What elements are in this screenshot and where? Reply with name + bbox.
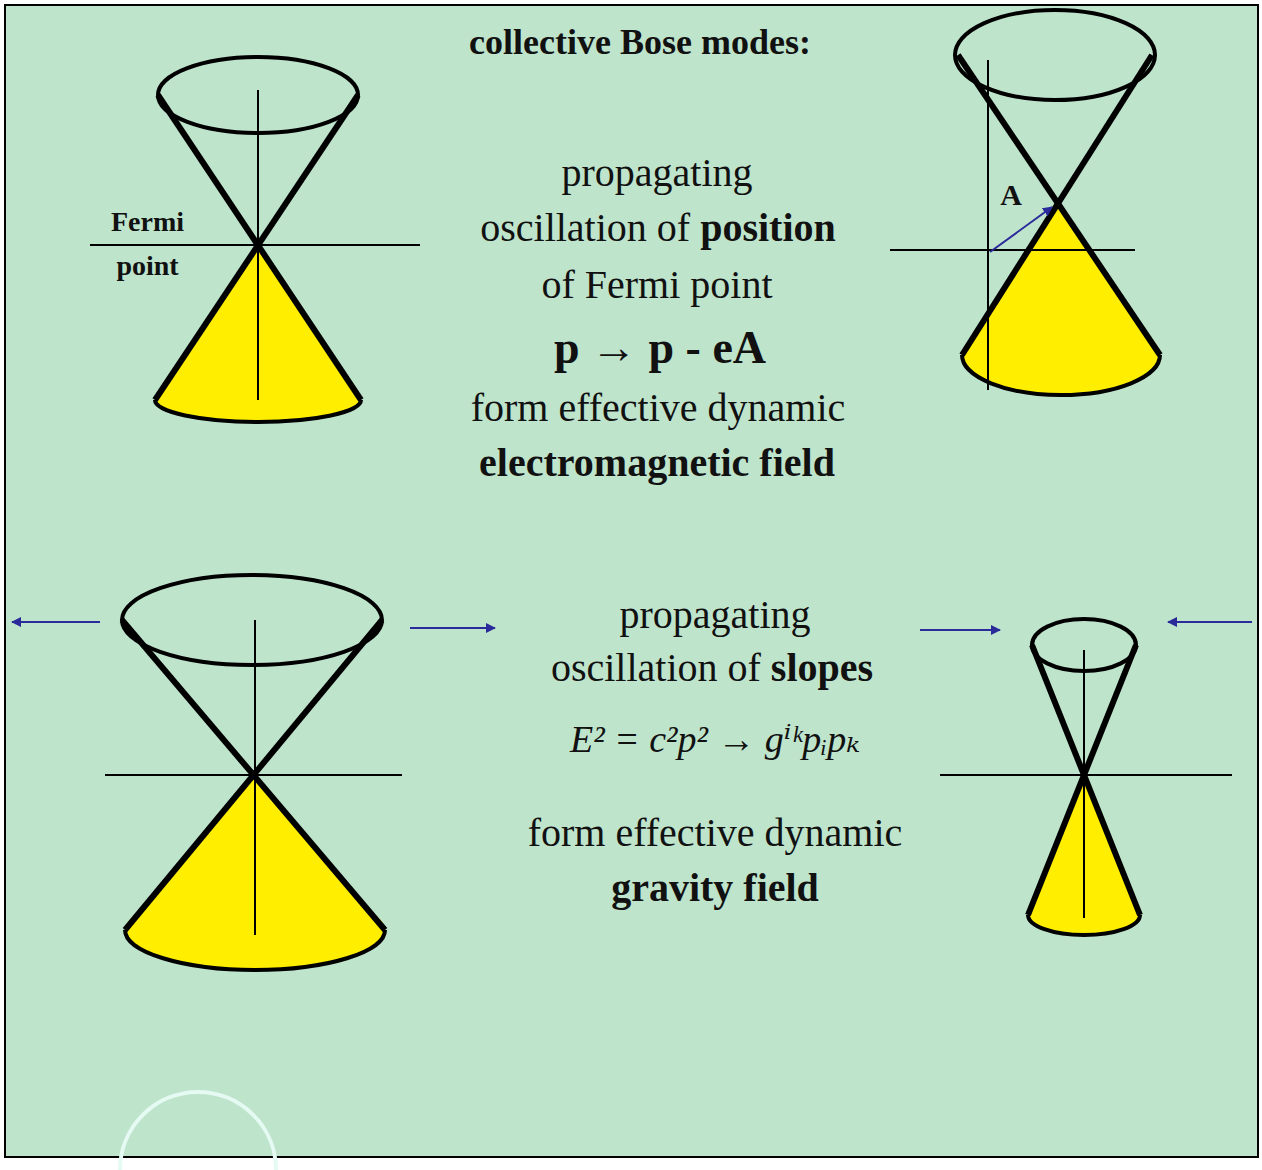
text-row: propagating xyxy=(619,592,810,638)
frame xyxy=(5,5,1258,1157)
text-row: gravity field xyxy=(611,865,819,911)
caption-text: propagating xyxy=(561,150,752,195)
dirac-cone xyxy=(90,57,420,422)
text-row: form effective dynamic xyxy=(528,810,903,856)
caption-text: form effective dynamic xyxy=(528,810,903,855)
caption-text: electromagnetic field xyxy=(479,440,835,485)
caption-text: propagating xyxy=(619,592,810,637)
wide-dirac-cone xyxy=(12,575,495,970)
narrow-dirac-cone xyxy=(920,619,1252,935)
text-row: p → p - eA xyxy=(554,322,766,375)
formula: E² = c²p² → gⁱᵏpᵢpₖ xyxy=(570,718,860,760)
formula: p → p - eA xyxy=(554,322,766,373)
point-label: Fermi point xyxy=(85,200,210,288)
text-row: collective Bose modes: xyxy=(469,22,811,63)
text-row: oscillation ofslopes xyxy=(551,645,873,691)
text-row: E² = c²p² → gⁱᵏpᵢpₖ xyxy=(570,718,860,762)
vector-label: A xyxy=(1000,178,1022,211)
text-row: form effective dynamic xyxy=(471,385,846,431)
text-row: electromagnetic field xyxy=(479,440,835,486)
text-row: oscillation ofposition xyxy=(480,205,836,251)
caption-text: form effective dynamic xyxy=(471,385,846,430)
heading: collective Bose modes: xyxy=(469,22,811,62)
decor-arc xyxy=(120,1092,276,1170)
text-row: propagating xyxy=(561,150,752,196)
text-row: A xyxy=(1000,178,1022,213)
shifted-dirac-cone xyxy=(890,10,1160,395)
text-row: of Fermi point xyxy=(541,262,772,308)
caption-text: oscillation of xyxy=(551,645,761,690)
caption-text: of Fermi point xyxy=(541,262,772,307)
caption-text: gravity field xyxy=(611,865,819,910)
caption-text: oscillation of xyxy=(480,205,690,250)
caption-text: slopes xyxy=(771,645,873,690)
caption-text: position xyxy=(700,205,836,250)
